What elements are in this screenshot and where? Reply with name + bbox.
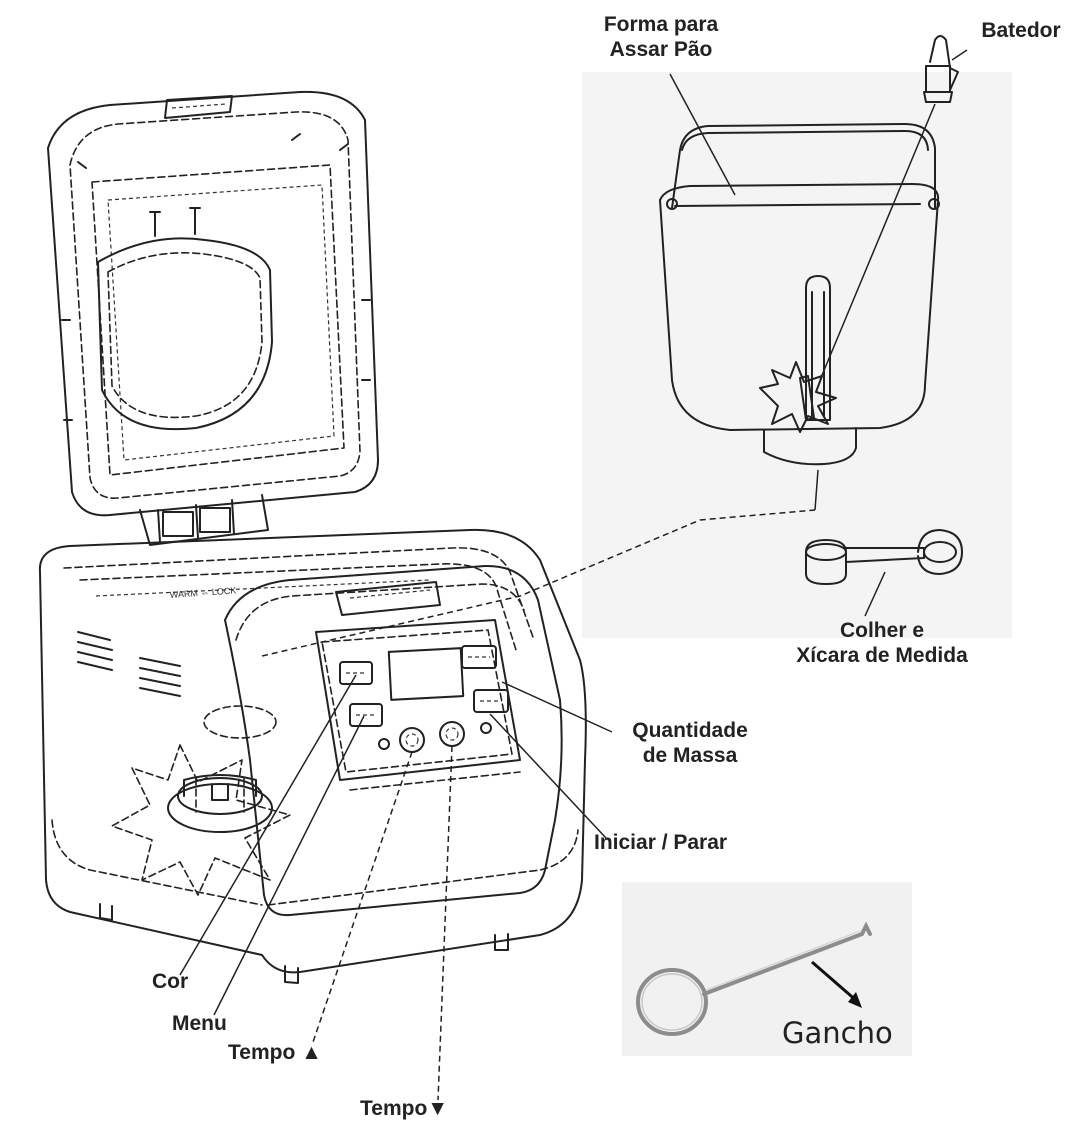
pan-panel (582, 72, 1012, 638)
leader-tempo-down (438, 746, 452, 1100)
label-iniciar-parar: Iniciar / Parar (594, 830, 727, 855)
label-cor: Cor (152, 969, 188, 994)
label-quantidade-line2: de Massa (610, 743, 770, 768)
label-tempo-down: Tempo▼ (360, 1096, 448, 1121)
label-colher-xicara: Colher e Xícara de Medida (782, 618, 982, 668)
kneading-paddle (924, 36, 958, 102)
leader-tempo-up (312, 752, 412, 1045)
control-panel (225, 566, 562, 915)
label-tempo-up: Tempo ▲ (228, 1040, 322, 1065)
label-quantidade-massa: Quantidade de Massa (610, 718, 770, 768)
leader-cor (180, 675, 356, 975)
label-forma-para-assar-pao: Forma para Assar Pão (586, 12, 736, 62)
label-batedor: Batedor (966, 18, 1076, 43)
machine-body (40, 530, 586, 983)
label-menu: Menu (172, 1011, 227, 1036)
label-quantidade-line1: Quantidade (610, 718, 770, 743)
spindle-burst (112, 706, 290, 895)
label-colher-line1: Colher e (782, 618, 982, 643)
leader-batedor (952, 50, 967, 60)
label-gancho: Gancho (782, 1016, 893, 1050)
label-forma-line1: Forma para (586, 12, 736, 37)
leader-iniciar (490, 714, 606, 838)
label-forma-line2: Assar Pão (586, 37, 736, 62)
leader-menu (214, 716, 364, 1015)
lid (48, 92, 378, 545)
label-colher-line2: Xícara de Medida (782, 643, 982, 668)
lock-marking: WARM ⇔ LOCK (169, 585, 236, 600)
